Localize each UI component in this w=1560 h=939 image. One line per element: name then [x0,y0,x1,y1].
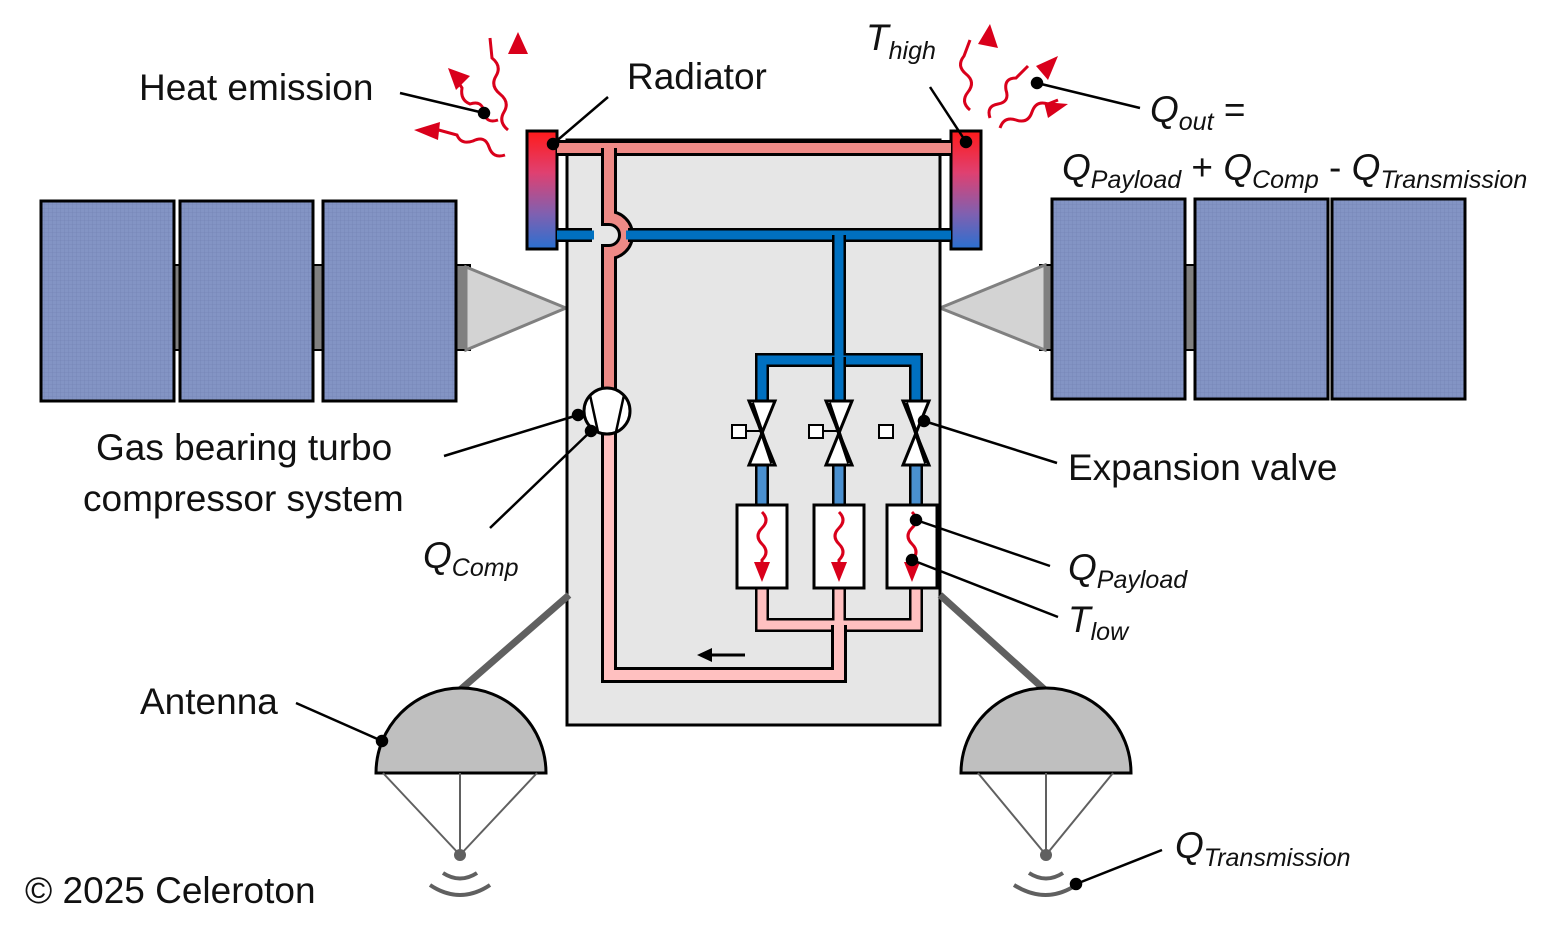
label-antenna: Antenna [140,681,278,722]
label-radiator: Radiator [627,56,767,97]
radiator-left [525,129,559,251]
q-transmission-label-symbol: Q [1175,825,1204,866]
solar-panel [321,199,458,403]
radiator-right [949,129,983,251]
expansion-valves [731,399,932,467]
heat-emission-arrows-left [414,32,528,158]
label-t-low: Tlow [1068,599,1130,646]
label-t-high: Thigh [866,17,936,65]
label-heat-emission: Heat emission [139,67,373,108]
label-expansion-valve: Expansion valve [1068,447,1337,488]
q-payload-label-subscript: Payload [1097,566,1188,594]
solar-panel [39,199,176,403]
q-payload-subscript: Payload [1091,166,1182,194]
solar-panel [1330,197,1467,401]
solar-array-left [39,199,570,403]
heat-emission-arrows-right [959,24,1068,129]
heat-balance-formula: QPayload + QComp - QTransmission [1062,147,1527,194]
label-q-payload: QPayload [1068,547,1188,594]
flow-direction-arrow [697,648,712,662]
t-high-symbol: T [866,17,891,58]
q-comp-symbol: Q [1223,147,1252,188]
q-comp-label-subscript: Comp [452,554,519,582]
compressor-symbol [582,386,632,436]
antenna-boom-right [937,592,1048,693]
solar-panel [1050,197,1187,401]
minus-sign: - [1319,147,1352,188]
label-q-out: Qout = [1150,89,1245,136]
q-transmission-subscript: Transmission [1380,166,1527,194]
t-low-symbol: T [1068,599,1093,640]
antenna-boom-left [457,592,572,693]
panel-mount [464,264,570,353]
solar-panel [178,199,315,403]
antenna-left [374,686,548,897]
q-out-symbol: Q [1150,89,1179,130]
return-pipe [601,430,923,683]
q-transmission-symbol: Q [1352,147,1381,188]
panel-mount [936,262,1047,353]
equals-sign: = [1214,89,1246,130]
q-transmission-label-subscript: Transmission [1204,844,1351,872]
q-comp-subscript: Comp [1252,166,1319,194]
q-out-subscript: out [1179,108,1215,136]
solar-array-right [936,197,1467,401]
leader-lines [295,76,1163,891]
label-q-comp: QComp [423,535,519,582]
t-low-subscript: low [1091,618,1130,646]
label-q-transmission: QTransmission [1175,825,1351,872]
payload-evaporators [735,503,939,590]
label-compressor-line2: compressor system [83,478,404,519]
t-high-subscript: high [889,37,936,65]
q-payload-symbol: Q [1062,147,1091,188]
q-comp-label-symbol: Q [423,535,452,576]
q-payload-label-symbol: Q [1068,547,1097,588]
label-compressor-line1: Gas bearing turbo [96,427,392,468]
antenna-right [959,686,1133,897]
copyright-notice: © 2025 Celeroton [25,870,316,911]
solar-panel [1193,197,1330,401]
plus-sign: + [1181,147,1223,188]
cold-pipe [557,228,951,505]
